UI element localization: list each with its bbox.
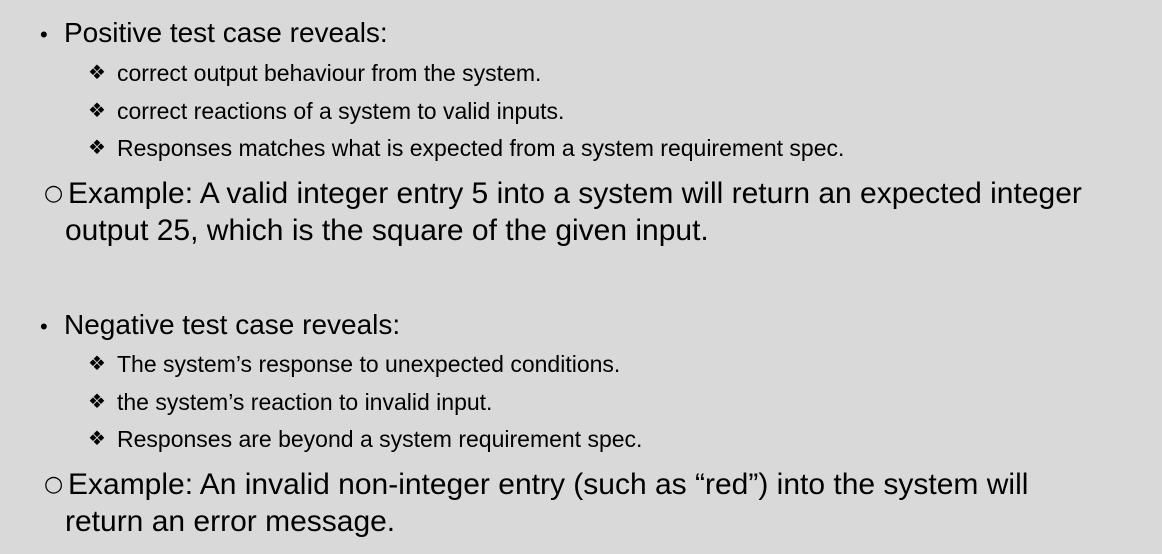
diamond-bullet-icon: ❖ <box>88 389 106 413</box>
negative-item-text: the system’s reaction to invalid input. <box>117 389 493 415</box>
diamond-bullet-icon: ❖ <box>88 426 106 450</box>
diamond-bullet-icon: ❖ <box>88 135 106 159</box>
negative-item: ❖ The system’s response to unexpected con… <box>88 349 620 378</box>
positive-heading-text: Positive test case reveals: <box>64 17 388 48</box>
positive-item-text: correct output behaviour from the system… <box>117 60 542 86</box>
positive-item: ❖ correct output behaviour from the syste… <box>88 58 541 87</box>
positive-example: ○Example: A valid integer entry 5 into a… <box>44 175 1144 249</box>
positive-item: ❖ correct reactions of a system to valid … <box>88 96 564 125</box>
negative-example-line1: Example: An invalid non-integer entry (s… <box>68 468 1029 501</box>
positive-example-line2: output 25, which is the square of the gi… <box>65 214 709 247</box>
negative-item-text: Responses are beyond a system requiremen… <box>117 426 643 452</box>
negative-item: ❖ the system’s reaction to invalid input. <box>88 387 492 416</box>
negative-example-line2: return an error message. <box>65 505 396 538</box>
negative-item: ❖ Responses are beyond a system requireme… <box>88 424 642 453</box>
bullet-dot-icon: • <box>40 314 48 339</box>
diamond-bullet-icon: ❖ <box>88 98 106 122</box>
negative-heading-text: Negative test case reveals: <box>64 309 401 340</box>
bullet-dot-icon: • <box>40 22 48 47</box>
negative-example: ○Example: An invalid non-integer entry (… <box>44 466 1144 540</box>
diamond-bullet-icon: ❖ <box>88 60 106 84</box>
diamond-bullet-icon: ❖ <box>88 351 106 375</box>
positive-item-text: Responses matches what is expected from … <box>117 135 845 161</box>
positive-example-line1: Example: A valid integer entry 5 into a … <box>68 177 1082 210</box>
positive-item: ❖ Responses matches what is expected from… <box>88 133 844 162</box>
negative-heading: • Negative test case reveals: <box>40 309 400 343</box>
positive-item-text: correct reactions of a system to valid i… <box>117 98 565 124</box>
negative-item-text: The system’s response to unexpected cond… <box>117 351 621 377</box>
circle-bullet-icon: ○ <box>44 181 64 206</box>
positive-heading: • Positive test case reveals: <box>40 17 388 51</box>
circle-bullet-icon: ○ <box>44 472 64 497</box>
